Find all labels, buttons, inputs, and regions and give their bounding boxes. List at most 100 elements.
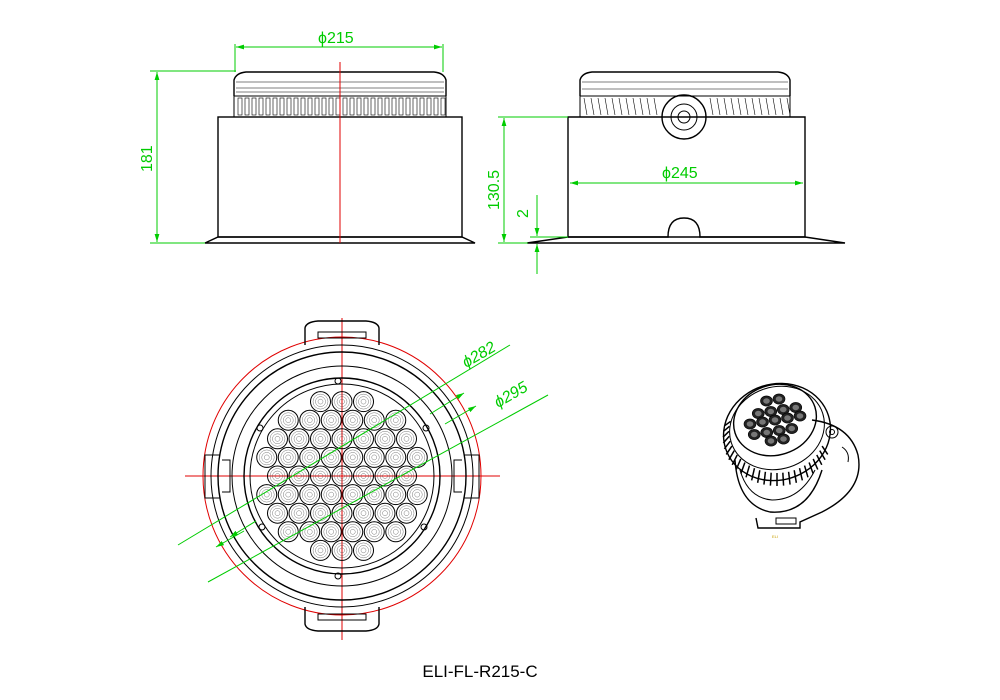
lens bbox=[374, 465, 396, 487]
heatsink-fin bbox=[751, 97, 756, 116]
heatsink-fin bbox=[349, 97, 355, 116]
heatsink-fin bbox=[765, 97, 770, 116]
heatsink-fin bbox=[735, 458, 742, 470]
lens bbox=[751, 408, 765, 419]
heatsink-fin bbox=[772, 97, 777, 116]
side-elevation-view bbox=[526, 71, 846, 244]
heatsink-fin bbox=[286, 97, 292, 116]
lens bbox=[342, 484, 364, 506]
heatsink-fin bbox=[740, 462, 746, 474]
side-dimensions: ϕ245 130.5 2 bbox=[486, 116, 803, 274]
heatsink-fin bbox=[597, 97, 602, 116]
heatsink-fin bbox=[604, 97, 609, 116]
lens bbox=[374, 502, 396, 524]
lens bbox=[777, 433, 790, 445]
heatsink-fin bbox=[756, 470, 761, 483]
lens bbox=[772, 425, 786, 436]
lens bbox=[310, 391, 331, 413]
heatsink-fin bbox=[433, 97, 439, 116]
heatsink-fin bbox=[709, 97, 714, 116]
heatsink-fin bbox=[808, 462, 814, 474]
lens bbox=[256, 446, 278, 468]
heatsink-fin bbox=[583, 97, 588, 116]
lens bbox=[331, 465, 353, 487]
lens bbox=[277, 446, 299, 468]
lens bbox=[342, 446, 364, 468]
lens bbox=[288, 428, 310, 450]
lens bbox=[277, 409, 299, 431]
heatsink-fin bbox=[293, 97, 299, 116]
heatsink-fin bbox=[237, 97, 243, 116]
lens bbox=[385, 409, 407, 431]
heatsink-fin bbox=[314, 97, 320, 116]
svg-text:ELI: ELI bbox=[772, 534, 778, 539]
heatsink-fin bbox=[722, 430, 730, 438]
front-dimensions: ϕ215 181 bbox=[139, 30, 444, 244]
lens bbox=[793, 410, 807, 422]
heatsink-fin bbox=[819, 450, 826, 461]
heatsink-fin bbox=[730, 97, 735, 116]
heatsink-fin bbox=[384, 97, 390, 116]
lens bbox=[781, 412, 794, 424]
heatsink-fin bbox=[798, 468, 804, 481]
lens bbox=[760, 395, 773, 407]
lens bbox=[320, 484, 342, 506]
heatsink-fin bbox=[737, 97, 742, 116]
lens bbox=[353, 502, 374, 524]
lens bbox=[374, 428, 396, 450]
top-diameter-label: ϕ215 bbox=[318, 30, 354, 47]
lens bbox=[267, 465, 288, 487]
lens bbox=[764, 435, 778, 447]
lens bbox=[256, 484, 278, 506]
heatsink-fin bbox=[723, 425, 730, 432]
heatsink-fin bbox=[821, 445, 829, 455]
isometric-heatsink-fins bbox=[722, 420, 829, 486]
body-height-label: 130.5 bbox=[486, 170, 503, 210]
heatsink-fin bbox=[758, 97, 763, 116]
heatsink-fin bbox=[272, 97, 278, 116]
heatsink-fin bbox=[724, 420, 732, 427]
heatsink-fin bbox=[419, 97, 425, 116]
heatsink-fin bbox=[723, 440, 731, 450]
plan-view bbox=[185, 318, 500, 640]
heatsink-fin bbox=[377, 97, 383, 116]
heatsink-fin bbox=[653, 97, 658, 116]
lens bbox=[310, 465, 331, 487]
isometric-view: ELI bbox=[722, 382, 860, 539]
heatsink-fin bbox=[782, 472, 785, 486]
heatsink-fin bbox=[398, 97, 404, 116]
heatsink-fin bbox=[412, 97, 418, 116]
lens bbox=[756, 416, 769, 428]
lens bbox=[320, 409, 342, 431]
lens bbox=[385, 484, 407, 506]
lens bbox=[299, 521, 321, 543]
heatsink-fin bbox=[279, 97, 285, 116]
heatsink-fin bbox=[258, 97, 264, 116]
heatsink-fin bbox=[356, 97, 362, 116]
lens bbox=[406, 446, 428, 468]
front-elevation-view bbox=[204, 62, 476, 244]
model-label: ELI-FL-R215-C bbox=[422, 662, 538, 681]
lens bbox=[363, 446, 385, 468]
heatsink-fin bbox=[722, 435, 730, 444]
heatsink-fin bbox=[335, 97, 341, 116]
lens bbox=[353, 539, 374, 561]
lens bbox=[406, 484, 428, 506]
lens bbox=[768, 414, 782, 426]
heatsink-fin bbox=[787, 471, 791, 485]
heatsink-fin bbox=[786, 97, 791, 116]
lens bbox=[288, 465, 310, 487]
heatsink-fin bbox=[769, 472, 772, 486]
heatsink-fin bbox=[745, 465, 751, 478]
heatsink-fin bbox=[328, 97, 334, 116]
heatsink-fin bbox=[611, 97, 616, 116]
heatsink-fin bbox=[590, 97, 595, 116]
heatsink-fin bbox=[391, 97, 397, 116]
lens bbox=[396, 465, 417, 487]
front-heatsink-fins bbox=[237, 97, 446, 116]
lens bbox=[363, 521, 385, 543]
heatsink-fin bbox=[625, 97, 630, 116]
heatsink-fin bbox=[816, 454, 823, 466]
lens bbox=[772, 393, 786, 405]
heatsink-fin bbox=[725, 445, 733, 455]
